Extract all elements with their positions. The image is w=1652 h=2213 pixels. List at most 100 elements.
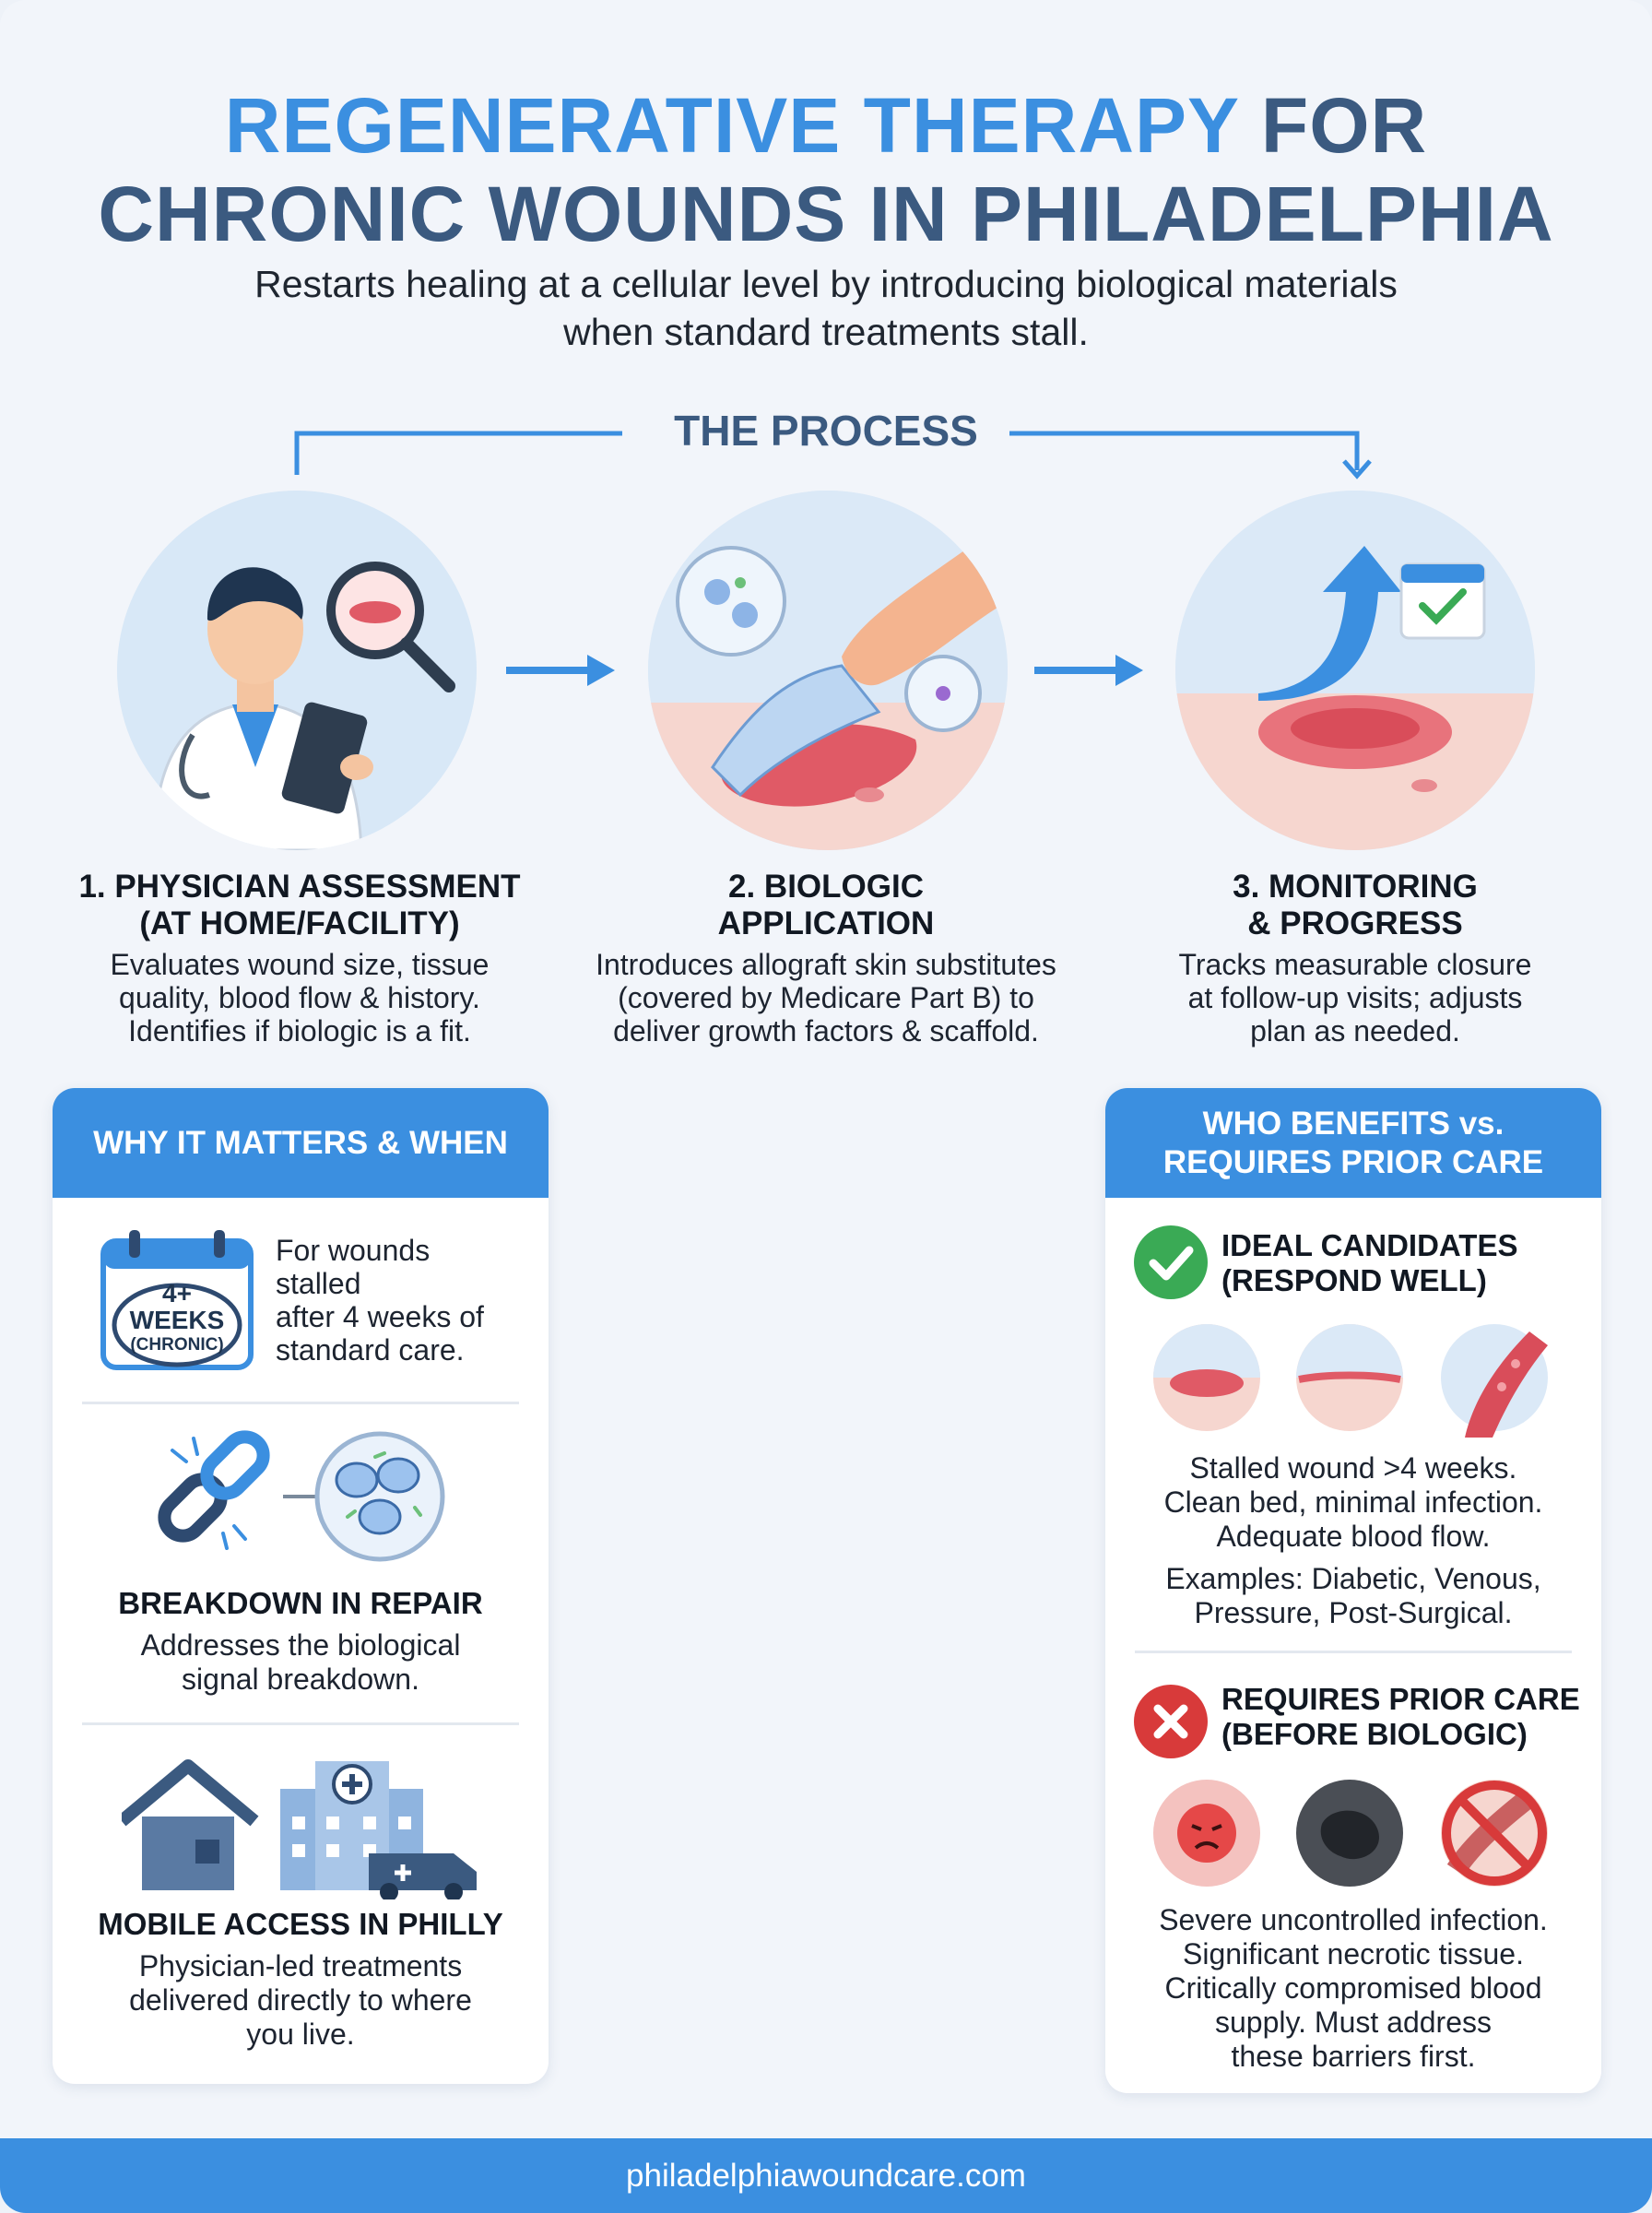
step-3-text-line-1: Tracks measurable closure xyxy=(1178,948,1532,981)
step-1-text-line-3: Identifies if biologic is a fit. xyxy=(128,1014,471,1047)
prior-text: Severe uncontrolled infection. Significa… xyxy=(1105,1903,1601,2074)
who-header-line-1: WHO BENEFITS vs. xyxy=(1202,1106,1504,1142)
calendar-mid-label: WEEKS xyxy=(129,1306,225,1334)
why-it-matters-card: WHY IT MATTERS & WHEN 4+ WEEKS (CHRONIC)… xyxy=(53,1088,549,2084)
title-line-2: CHRONIC WOUNDS IN PHILADELPHIA xyxy=(98,171,1554,257)
step-3-title-line-1: 3. MONITORING xyxy=(1233,869,1478,905)
step-3-title: 3. MONITORING & PROGRESS xyxy=(1120,869,1590,942)
step-3-text-line-3: plan as needed. xyxy=(1250,1014,1460,1047)
stalled-line-1: For wounds xyxy=(276,1234,431,1267)
step-2-text: Introduces allograft skin substitutes (c… xyxy=(553,948,1099,1047)
step-3-text: Tracks measurable closure at follow-up v… xyxy=(1120,948,1590,1047)
prior-line-5: these barriers first. xyxy=(1231,2040,1476,2073)
calendar-icon xyxy=(100,1230,254,1370)
ideal-title-line-2: (RESPOND WELL) xyxy=(1221,1263,1487,1297)
calendar-small-label: (CHRONIC) xyxy=(130,1335,224,1355)
calendar-big-label: 4+ xyxy=(162,1279,192,1308)
process-arrow-1 xyxy=(506,655,615,686)
prior-line-1: Severe uncontrolled infection. xyxy=(1159,1903,1548,1936)
stalled-line-4: standard care. xyxy=(276,1333,465,1367)
who-divider xyxy=(1135,1651,1572,1653)
step-2-text-line-1: Introduces allograft skin substitutes xyxy=(596,948,1056,981)
cells-icon xyxy=(676,546,982,732)
prior-icons xyxy=(1153,1780,1548,1887)
title-rest: FOR xyxy=(1260,82,1428,169)
prior-line-3: Critically compromised blood xyxy=(1164,1971,1542,2005)
mobile-access-icons xyxy=(122,1759,477,1899)
why-divider-2 xyxy=(82,1722,519,1725)
ideal-title: IDEAL CANDIDATES (RESPOND WELL) xyxy=(1221,1228,1590,1298)
hand-icon xyxy=(842,546,1008,686)
necrosis-icon xyxy=(1296,1780,1403,1887)
examples-line-1: Examples: Diabetic, Venous, xyxy=(1165,1562,1541,1595)
step-2-title-line-2: APPLICATION xyxy=(717,905,935,941)
ideal-line-3: Adequate blood flow. xyxy=(1216,1520,1491,1553)
step-1-text-line-2: quality, blood flow & history. xyxy=(119,981,480,1014)
page-subtitle: Restarts healing at a cellular level by … xyxy=(254,263,1398,353)
step-1-title-line-2: (AT HOME/FACILITY) xyxy=(139,905,460,941)
stalled-line-3: after 4 weeks of xyxy=(276,1300,484,1333)
process-bracket xyxy=(294,431,1372,479)
why-card-header: WHY IT MATTERS & WHEN xyxy=(53,1088,549,1198)
repair-title: BREAKDOWN IN REPAIR xyxy=(118,1586,483,1620)
title-line-1: REGENERATIVE THERAPY FOR xyxy=(0,81,1652,170)
tablet-icon xyxy=(281,702,373,814)
step-2-title: 2. BIOLOGIC APPLICATION xyxy=(563,869,1089,942)
process-arrow-2 xyxy=(1034,655,1143,686)
step-2-title-line-1: 2. BIOLOGIC xyxy=(728,869,924,905)
repair-text: Addresses the biological signal breakdow… xyxy=(53,1628,549,1697)
infection-icon xyxy=(1153,1780,1260,1887)
repair-line-2: signal breakdown. xyxy=(182,1663,419,1696)
mobile-line-3: you live. xyxy=(246,2018,355,2051)
mobile-line-2: delivered directly to where xyxy=(129,1983,472,2017)
process-label: THE PROCESS xyxy=(674,407,978,455)
step-1-title: 1. PHYSICIAN ASSESSMENT (AT HOME/FACILIT… xyxy=(65,869,535,942)
growth-arrow-icon xyxy=(1258,546,1401,701)
who-header-line-2: REQUIRES PRIOR CARE xyxy=(1162,1144,1544,1180)
magnifier-icon xyxy=(326,562,455,692)
step-2-text-line-3: deliver growth factors & scaffold. xyxy=(613,1014,1039,1047)
step-2-text-line-2: (covered by Medicare Part B) to xyxy=(618,981,1034,1014)
prior-title: REQUIRES PRIOR CARE (BEFORE BIOLOGIC) xyxy=(1221,1682,1590,1752)
footer-url[interactable]: philadelphiawoundcare.com xyxy=(0,2138,1652,2213)
prior-title-line-2: (BEFORE BIOLOGIC) xyxy=(1221,1717,1528,1751)
who-benefits-card: WHO BENEFITS vs. REQUIRES PRIOR CARE IDE… xyxy=(1105,1088,1601,2093)
prior-line-2: Significant necrotic tissue. xyxy=(1183,1937,1524,1970)
calendar-check-icon xyxy=(1399,562,1486,640)
stalled-text: For wounds stalled after 4 weeks of stan… xyxy=(276,1234,534,1367)
ideal-line-1: Stalled wound >4 weeks. xyxy=(1189,1451,1517,1485)
house-icon xyxy=(122,1759,259,1890)
examples-line-2: Pressure, Post-Surgical. xyxy=(1194,1596,1513,1629)
blocked-vessel-icon xyxy=(1441,1780,1548,1887)
ideal-text: Stalled wound >4 weeks. Clean bed, minim… xyxy=(1105,1451,1601,1554)
step-1-title-line-1: 1. PHYSICIAN ASSESSMENT xyxy=(78,869,521,905)
skin-graft-icon xyxy=(711,664,881,798)
prior-line-4: supply. Must address xyxy=(1215,2006,1492,2039)
x-icon xyxy=(1134,1685,1208,1758)
step-1-text: Evaluates wound size, tissue quality, bl… xyxy=(65,948,535,1047)
ideal-line-2: Clean bed, minimal infection. xyxy=(1163,1485,1543,1519)
mobile-line-1: Physician-led treatments xyxy=(138,1949,463,1982)
title-accent: REGENERATIVE THERAPY xyxy=(224,82,1239,169)
who-card-header: WHO BENEFITS vs. REQUIRES PRIOR CARE xyxy=(1105,1088,1601,1198)
ambulance-icon xyxy=(369,1853,477,1899)
step-1-text-line-1: Evaluates wound size, tissue xyxy=(110,948,490,981)
check-icon xyxy=(1134,1225,1208,1299)
step-3-title-line-2: & PROGRESS xyxy=(1247,905,1463,941)
prior-title-line-1: REQUIRES PRIOR CARE xyxy=(1221,1682,1580,1716)
why-divider-1 xyxy=(82,1402,519,1404)
repair-line-1: Addresses the biological xyxy=(140,1628,461,1662)
page-title: REGENERATIVE THERAPY FOR CHRONIC WOUNDS … xyxy=(0,81,1652,258)
mobile-title: MOBILE ACCESS IN PHILLY xyxy=(98,1907,503,1941)
step-1-illustration xyxy=(117,491,477,850)
step-3-illustration xyxy=(1175,491,1535,850)
step-2-illustration xyxy=(648,491,1008,850)
step-3-text-line-2: at follow-up visits; adjusts xyxy=(1187,981,1523,1014)
ideal-title-line-1: IDEAL CANDIDATES xyxy=(1221,1228,1518,1262)
examples-text: Examples: Diabetic, Venous, Pressure, Po… xyxy=(1105,1562,1601,1630)
broken-chain-icon xyxy=(158,1430,445,1562)
stalled-line-2: stalled xyxy=(276,1267,361,1300)
ideal-icons xyxy=(1153,1324,1548,1438)
mobile-text: Physician-led treatments delivered direc… xyxy=(53,1949,549,2052)
